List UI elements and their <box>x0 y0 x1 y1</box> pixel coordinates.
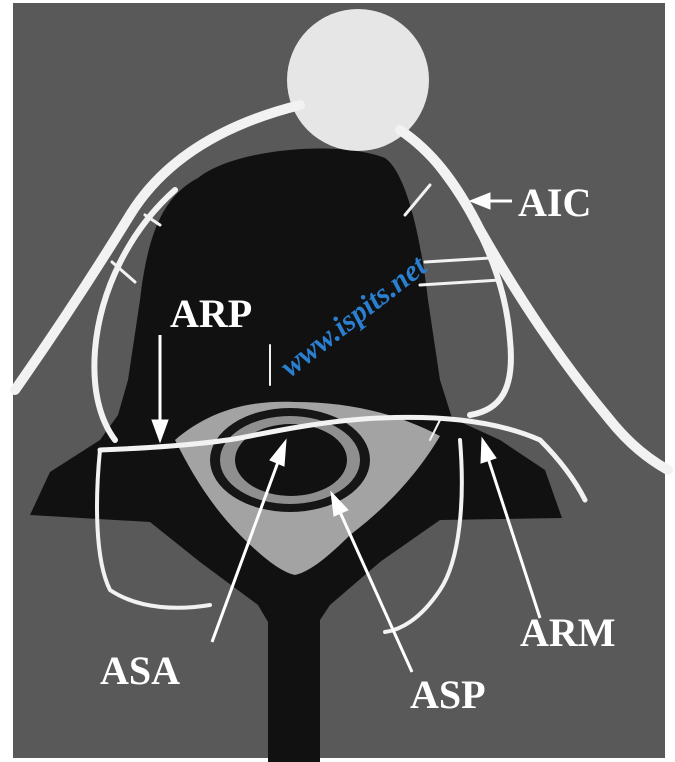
label-asa: ASA <box>100 648 180 693</box>
label-aic: AIC <box>518 180 591 225</box>
label-arm: ARM <box>520 610 616 655</box>
label-asp: ASP <box>410 672 486 717</box>
label-arp: ARP <box>170 291 252 336</box>
